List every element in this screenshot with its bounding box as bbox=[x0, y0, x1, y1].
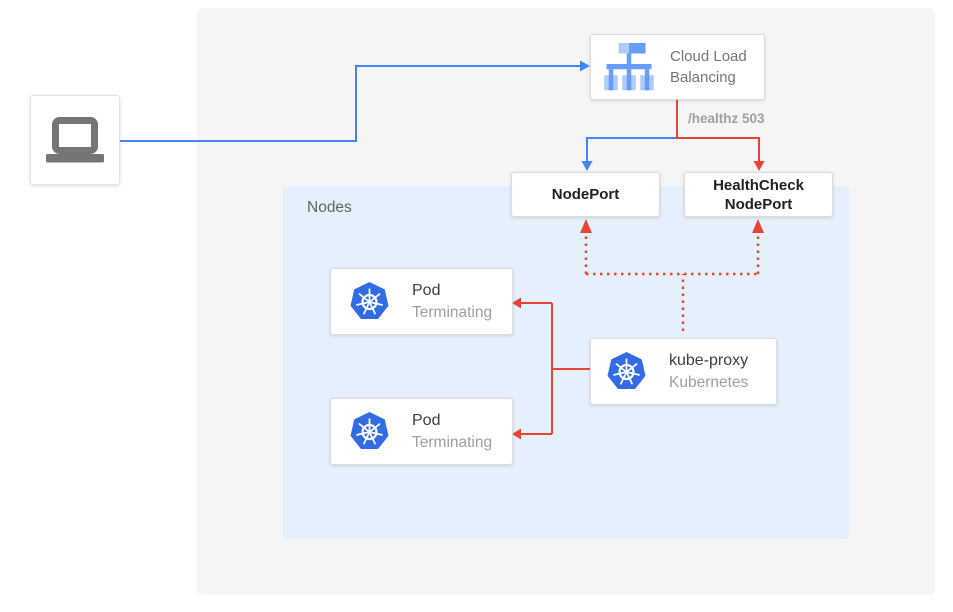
cloud-load-balancing-icon bbox=[604, 43, 654, 91]
kube-proxy-node: kube-proxy Kubernetes bbox=[590, 338, 777, 405]
pod-terminating-node-1: Pod Terminating bbox=[330, 268, 513, 335]
pod-title: Pod bbox=[412, 281, 441, 299]
healthcheck-nodeport-node: HealthCheck NodePort bbox=[684, 172, 833, 217]
client-laptop-node bbox=[30, 95, 120, 185]
kubernetes-icon bbox=[350, 282, 389, 320]
kube-proxy-subtitle: Kubernetes bbox=[669, 373, 749, 391]
pod-terminating-node-2: Pod Terminating bbox=[330, 398, 513, 465]
cloud-load-balancing-label: Cloud Load Balancing bbox=[670, 48, 747, 86]
pod-status: Terminating bbox=[412, 303, 493, 321]
nodeport-node: NodePort bbox=[511, 172, 660, 217]
kubernetes-icon bbox=[607, 352, 646, 390]
pod-title: Pod bbox=[412, 411, 441, 429]
nodes-panel-label: Nodes bbox=[307, 199, 352, 216]
kubernetes-icon bbox=[350, 412, 389, 450]
pod-status: Terminating bbox=[412, 433, 493, 451]
kube-proxy-title: kube-proxy bbox=[669, 351, 749, 369]
laptop-icon bbox=[46, 117, 104, 163]
cloud-load-balancing-node: Cloud Load Balancing bbox=[590, 34, 765, 100]
healthz-503-annotation: /healthz 503 bbox=[688, 111, 765, 126]
